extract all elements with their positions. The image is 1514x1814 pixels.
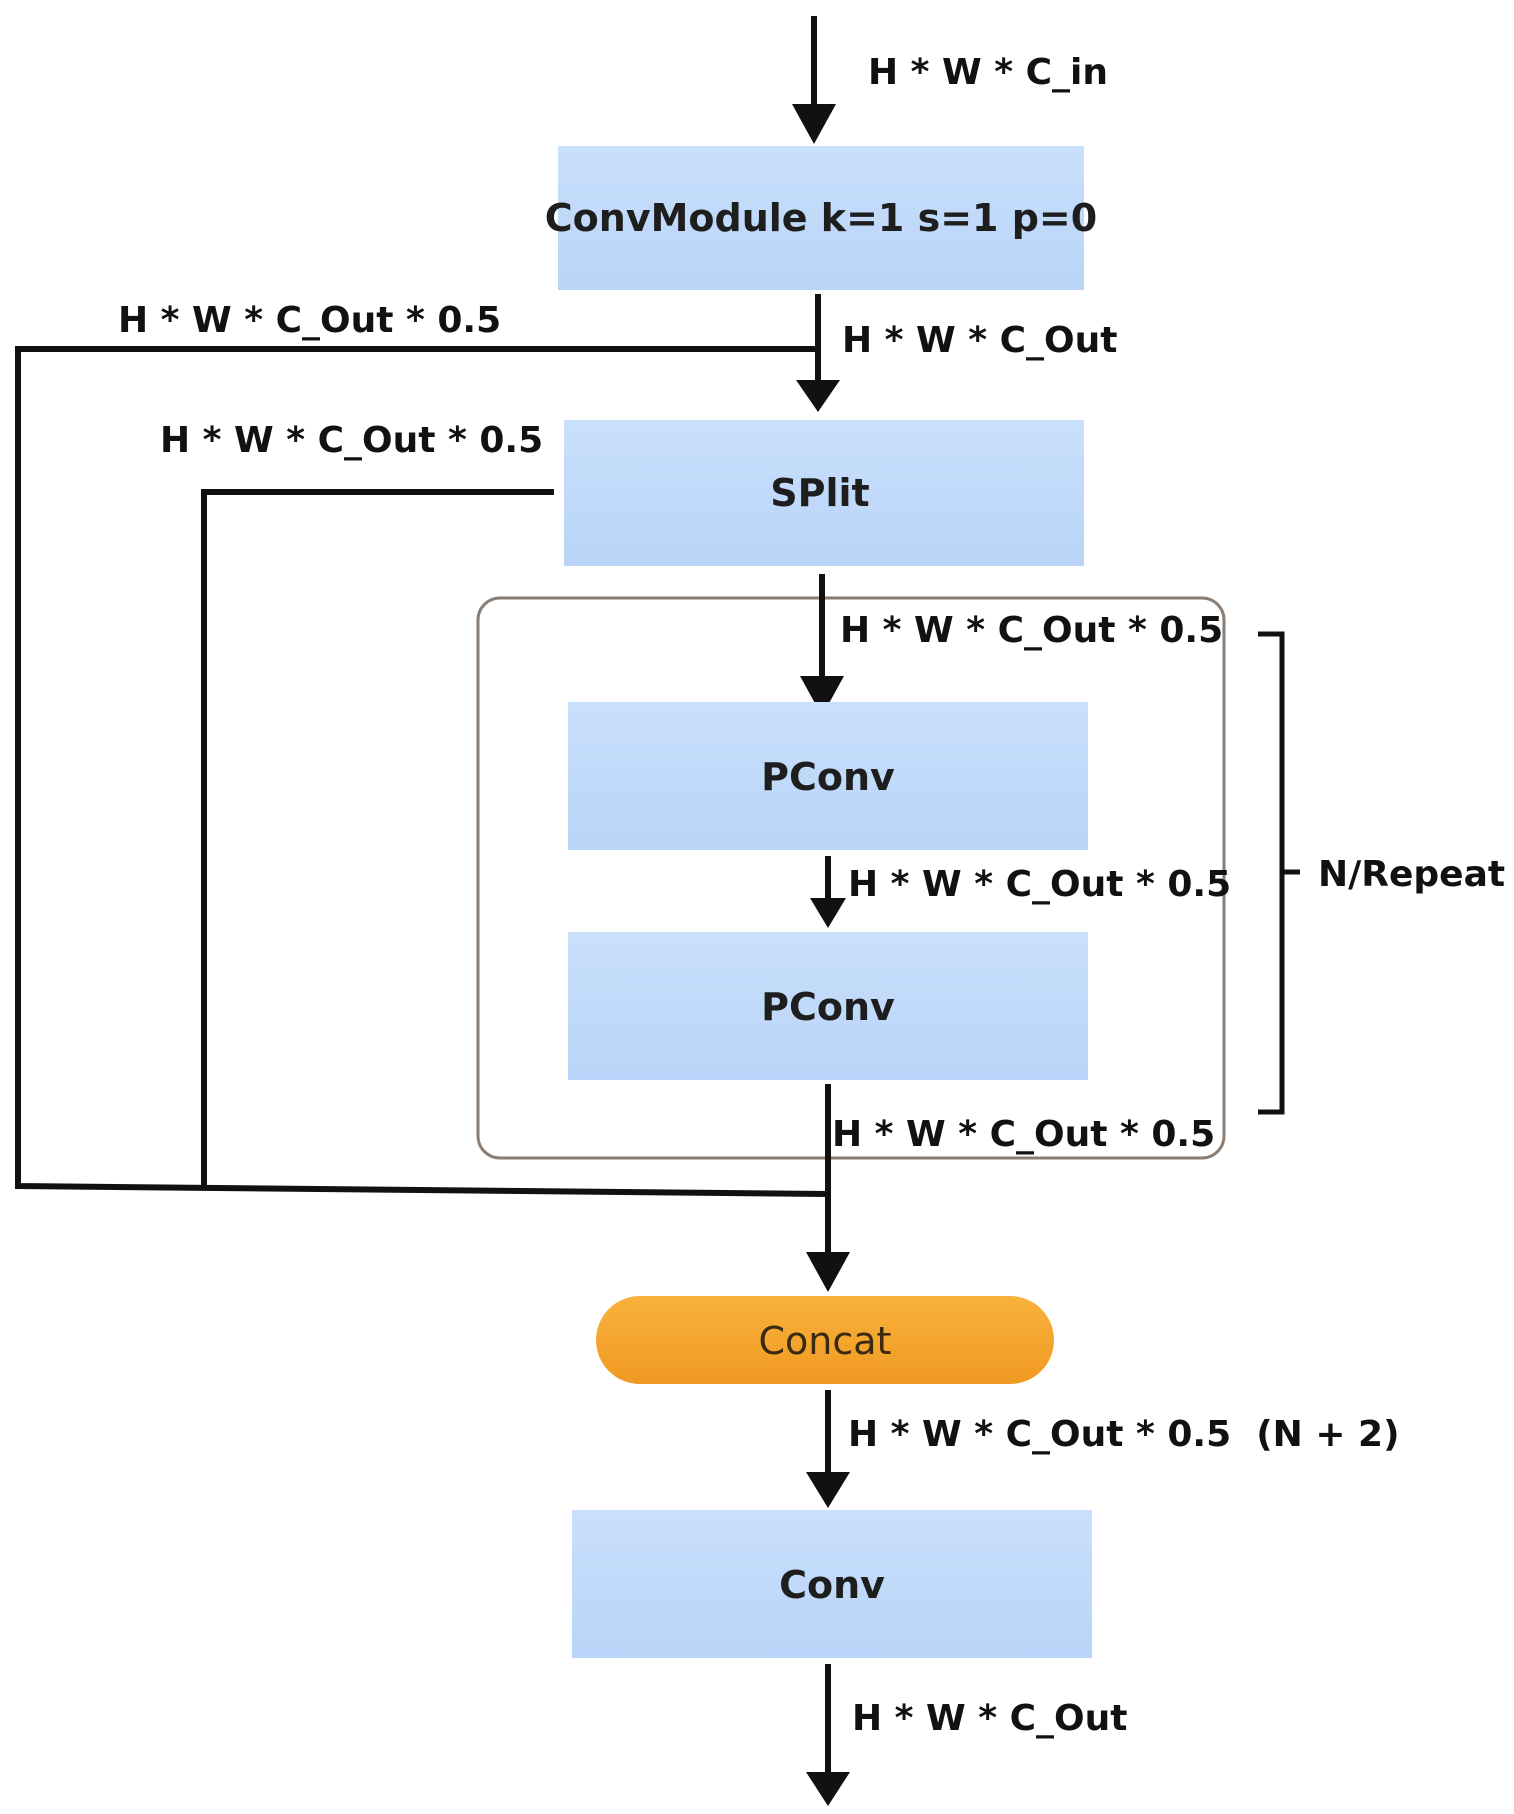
split-label: SPlit [770, 471, 869, 515]
split-box: SPlit [564, 420, 1084, 566]
arrowhead [792, 104, 836, 144]
concat-label: Concat [759, 1319, 892, 1363]
label-between-pconv: H * W * C_Out * 0.5 [848, 864, 1231, 905]
repeat-label: N/Repeat [1318, 854, 1505, 895]
arrowhead [800, 676, 844, 716]
pconv-label-2: PConv [761, 985, 895, 1029]
arrowhead [806, 1252, 850, 1292]
label-output: H * W * C_Out [852, 1698, 1127, 1739]
repeat-group-border [476, 596, 1226, 1160]
label-input: H * W * C_in [868, 52, 1108, 93]
label-bypass-inner: H * W * C_Out * 0.5 [160, 420, 543, 461]
label-after-pconv: H * W * C_Out * 0.5 [832, 1114, 1215, 1155]
pconv-box-1: PConv [568, 702, 1088, 850]
repeat-bracket [1258, 631, 1300, 1115]
arrowhead [796, 380, 840, 412]
outer-bypass-line [15, 346, 829, 1197]
pconv-label-1: PConv [761, 755, 895, 799]
label-bypass-outer: H * W * C_Out * 0.5 [118, 300, 501, 341]
arrowheads [792, 104, 850, 1806]
convmodule-label: ConvModule k=1 s=1 p=0 [545, 196, 1097, 240]
inner-bypass-line [201, 489, 554, 1188]
label-into-pconv: H * W * C_Out * 0.5 [840, 610, 1223, 651]
flow-lines [15, 16, 831, 1780]
concat-box: Concat [596, 1296, 1054, 1384]
conv-box: Conv [572, 1510, 1092, 1658]
label-after-concat: H * W * C_Out * 0.5 (N + 2) [848, 1414, 1400, 1455]
pconv-box-2: PConv [568, 932, 1088, 1080]
convmodule-box: ConvModule k=1 s=1 p=0 [545, 146, 1097, 290]
arrowhead [806, 1472, 850, 1508]
conv-label: Conv [779, 1563, 885, 1607]
arrowhead [806, 1772, 850, 1806]
label-after-convmodule: H * W * C_Out [842, 320, 1117, 361]
arrowhead [810, 898, 846, 928]
